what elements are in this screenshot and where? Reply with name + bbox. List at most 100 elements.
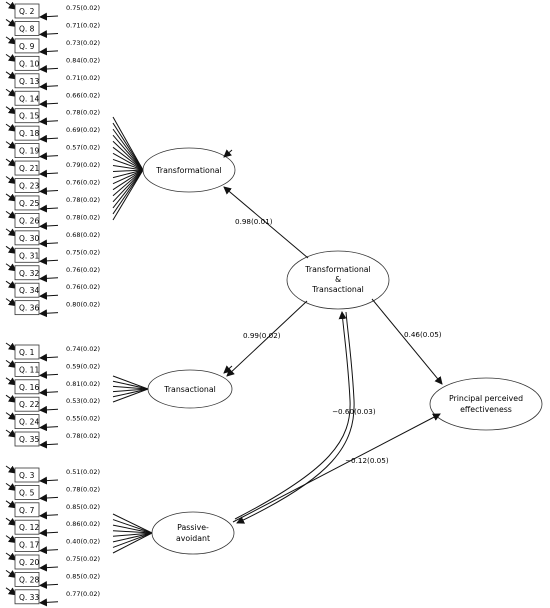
loading-arrow xyxy=(39,152,59,161)
loading-arrow xyxy=(39,274,59,283)
indicator-label: Q. 10 xyxy=(19,59,39,68)
indicator-box xyxy=(14,300,40,316)
indicator-box xyxy=(14,212,40,228)
indicator-loading: 0.59(0.02) xyxy=(66,362,100,370)
indicator-label: Q. 8 xyxy=(19,24,35,33)
loading-arrow xyxy=(39,581,59,590)
indicator-loading: 0.78(0.02) xyxy=(66,432,100,440)
indicator-loading: 0.77(0.02) xyxy=(66,590,100,598)
loading-arrow xyxy=(39,99,59,108)
indicator-loading: 0.71(0.02) xyxy=(66,74,100,82)
indicator-box xyxy=(14,265,40,281)
fan-line-transformational xyxy=(112,164,144,171)
loading-arrow xyxy=(39,528,59,537)
indicator-label: Q. 16 xyxy=(19,383,39,392)
indicator-loading: 0.57(0.02) xyxy=(66,144,100,152)
indicator-loading: 0.79(0.02) xyxy=(66,161,100,169)
latent-transformational-label: Transformational xyxy=(155,166,221,175)
loading-arrow xyxy=(39,256,59,265)
loading-arrow xyxy=(39,309,59,318)
latent-outcome-label-2: effectiveness xyxy=(460,405,512,414)
indicator-box xyxy=(14,230,40,246)
indicator-label: Q. 17 xyxy=(19,541,39,550)
loading-arrow xyxy=(39,117,59,126)
indicator-label: Q. 9 xyxy=(19,42,35,51)
indicator-loading: 0.81(0.02) xyxy=(66,380,100,388)
fan-line-passive xyxy=(112,532,153,554)
indicator-label: Q. 2 xyxy=(19,7,35,16)
coef-higher-passive-covariance: −0.60(0.03) xyxy=(332,407,376,416)
latent-outcome-label-1: Principal perceived xyxy=(449,394,523,403)
loading-arrow xyxy=(39,388,59,397)
indicator-loading: 0.75(0.02) xyxy=(66,248,100,256)
latent-higher-label-1: Transformational xyxy=(304,265,370,274)
error-arrow xyxy=(5,228,17,237)
indicator-loading: 0.51(0.02) xyxy=(66,468,100,476)
error-arrow xyxy=(5,552,17,561)
fan-line-transformational xyxy=(112,169,144,185)
fan-line-transformational xyxy=(112,169,144,203)
error-arrow xyxy=(5,535,17,544)
indicator-loading: 0.85(0.02) xyxy=(66,572,100,580)
indicator-box xyxy=(14,344,40,360)
fan-line-transactional xyxy=(112,388,149,393)
indicator-box xyxy=(14,379,40,395)
indicator-label: Q. 12 xyxy=(19,523,39,532)
loading-arrow xyxy=(39,563,59,572)
indicator-box xyxy=(14,519,40,535)
indicator-box xyxy=(14,467,40,483)
loading-arrow xyxy=(39,440,59,449)
latent-higher-order xyxy=(286,250,390,310)
indicator-label: Q. 3 xyxy=(19,471,35,480)
indicator-label: Q. 25 xyxy=(19,199,39,208)
coef-higher-to-transformational: 0.98(0.01) xyxy=(235,217,273,226)
indicator-label: Q. 18 xyxy=(19,129,39,138)
error-arrow xyxy=(5,298,17,307)
indicator-label: Q. 1 xyxy=(19,348,35,357)
indicator-box xyxy=(14,160,40,176)
indicator-label: Q. 36 xyxy=(19,304,39,313)
indicator-loading: 0.75(0.02) xyxy=(66,4,100,12)
indicator-row-transformational: Q. 36 0.80(0.02) xyxy=(5,298,100,318)
error-arrow xyxy=(5,1,17,10)
loading-arrow xyxy=(39,222,59,231)
fan-line-transformational xyxy=(112,169,144,221)
fan-line-transformational xyxy=(112,169,144,209)
error-arrow xyxy=(5,158,17,167)
indicator-loading: 0.80(0.02) xyxy=(66,301,100,309)
error-arrow xyxy=(5,53,17,62)
error-arrow xyxy=(5,569,17,578)
error-arrow xyxy=(5,88,17,97)
indicator-row-transformational: Q. 34 0.76(0.02) xyxy=(5,280,100,300)
latent-transactional-label: Transactional xyxy=(163,385,216,394)
indicator-label: Q. 34 xyxy=(19,286,39,295)
indicator-label: Q. 5 xyxy=(19,488,35,497)
indicator-loading: 0.71(0.02) xyxy=(66,21,100,29)
loading-arrow xyxy=(39,291,59,300)
indicator-box xyxy=(14,484,40,500)
indicator-loading: 0.76(0.02) xyxy=(66,283,100,291)
fan-line-passive xyxy=(112,532,153,543)
indicator-box xyxy=(14,396,40,412)
fan-line-passive xyxy=(112,532,153,548)
fan-line-transformational xyxy=(112,146,144,171)
fan-line-transformational xyxy=(112,122,144,171)
latent-higher-label-2: & xyxy=(335,275,341,284)
indicator-box xyxy=(14,3,40,19)
loading-arrow xyxy=(39,239,59,248)
loading-lines xyxy=(112,116,153,554)
indicator-box xyxy=(14,38,40,54)
indicator-loading: 0.84(0.02) xyxy=(66,56,100,64)
loading-arrow xyxy=(39,476,59,485)
